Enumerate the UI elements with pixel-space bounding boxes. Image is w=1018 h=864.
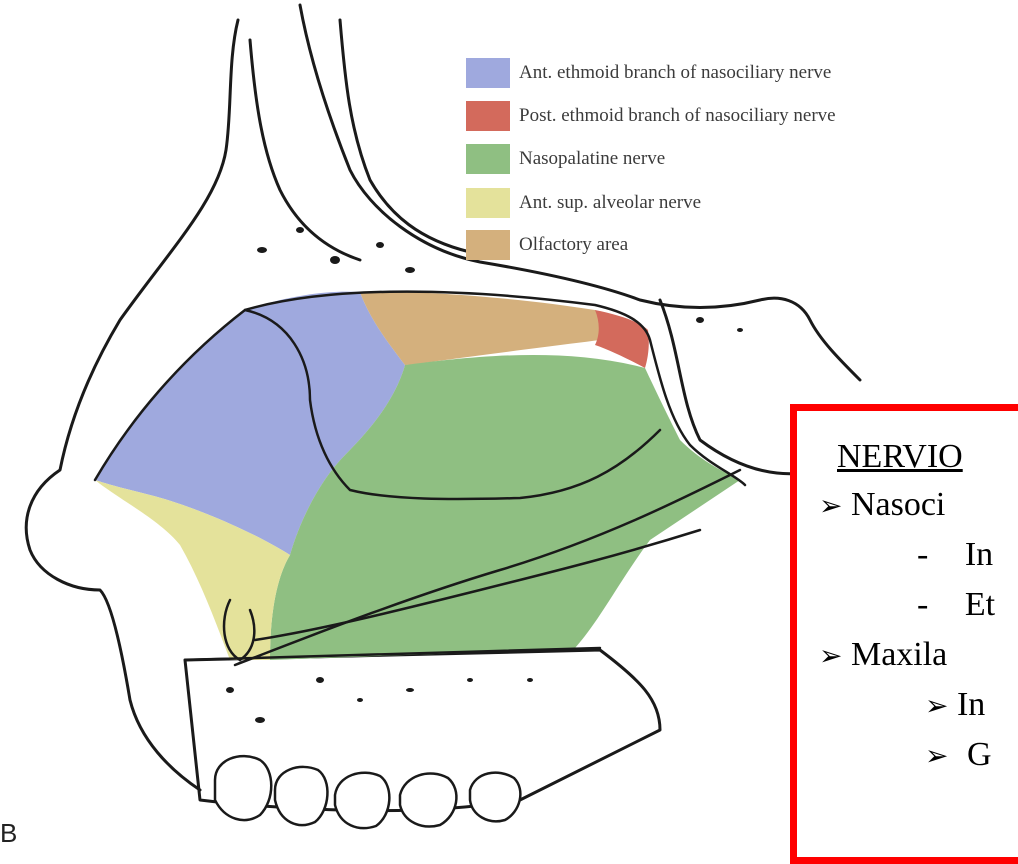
legend-label: Ant. ethmoid branch of nasociliary nerve (519, 62, 831, 84)
tooth-3 (335, 773, 389, 828)
arrow-bullet-icon: ➢ (819, 491, 842, 522)
legend-swatch (466, 101, 510, 131)
legend-swatch (466, 58, 510, 88)
box-item-text: Nasoci (851, 486, 945, 523)
box-item-text: In (957, 686, 985, 723)
box-item-in-2: ➢ In (925, 685, 985, 727)
region-post-ethmoid (595, 310, 649, 368)
figure-letter: B (0, 818, 17, 849)
legend-label: Post. ethmoid branch of nasociliary nerv… (519, 105, 836, 127)
region-olfactory (360, 292, 640, 365)
legend-label: Ant. sup. alveolar nerve (519, 192, 701, 214)
legend-label: Nasopalatine nerve (519, 148, 665, 170)
tooth-2 (275, 767, 327, 825)
box-item-text: Et (965, 586, 995, 623)
box-item-text: Maxila (851, 636, 947, 673)
legend-item-post-ethmoid: Post. ethmoid branch of nasociliary nerv… (466, 101, 1018, 131)
dash-bullet-icon: - (917, 536, 928, 573)
arrow-bullet-icon: ➢ (819, 641, 842, 672)
box-item-et: - Et (917, 585, 995, 625)
box-item-text: In (965, 536, 993, 573)
nerve-text-box: NERVIO ➢ Nasoci - In - Et ➢ Maxila ➢ In … (790, 404, 1018, 864)
arrow-bullet-icon: ➢ (925, 691, 948, 722)
legend-item-ant-sup-alveolar: Ant. sup. alveolar nerve (466, 188, 1018, 218)
dash-bullet-icon: - (917, 586, 928, 623)
box-item-in-1: - In (917, 535, 993, 575)
legend-item-olfactory: Olfactory area (466, 230, 1018, 260)
legend-swatch (466, 144, 510, 174)
box-title: NERVIO (837, 437, 963, 477)
tooth-1 (215, 756, 271, 820)
legend-item-nasopalatine: Nasopalatine nerve (466, 144, 1018, 174)
legend-label: Olfactory area (519, 234, 628, 256)
legend-swatch (466, 230, 510, 260)
tooth-5 (470, 773, 520, 822)
box-item-text: G (967, 736, 992, 773)
frontal-sinus-outline (340, 20, 470, 252)
tooth-4 (400, 773, 456, 826)
box-item-maxila: ➢ Maxila (819, 635, 947, 677)
legend-item-ant-ethmoid: Ant. ethmoid branch of nasociliary nerve (466, 58, 1018, 88)
box-item-g: ➢ G (925, 735, 992, 777)
box-item-nasoci: ➢ Nasoci (819, 485, 945, 527)
arrow-bullet-icon: ➢ (925, 741, 948, 772)
legend-swatch (466, 188, 510, 218)
